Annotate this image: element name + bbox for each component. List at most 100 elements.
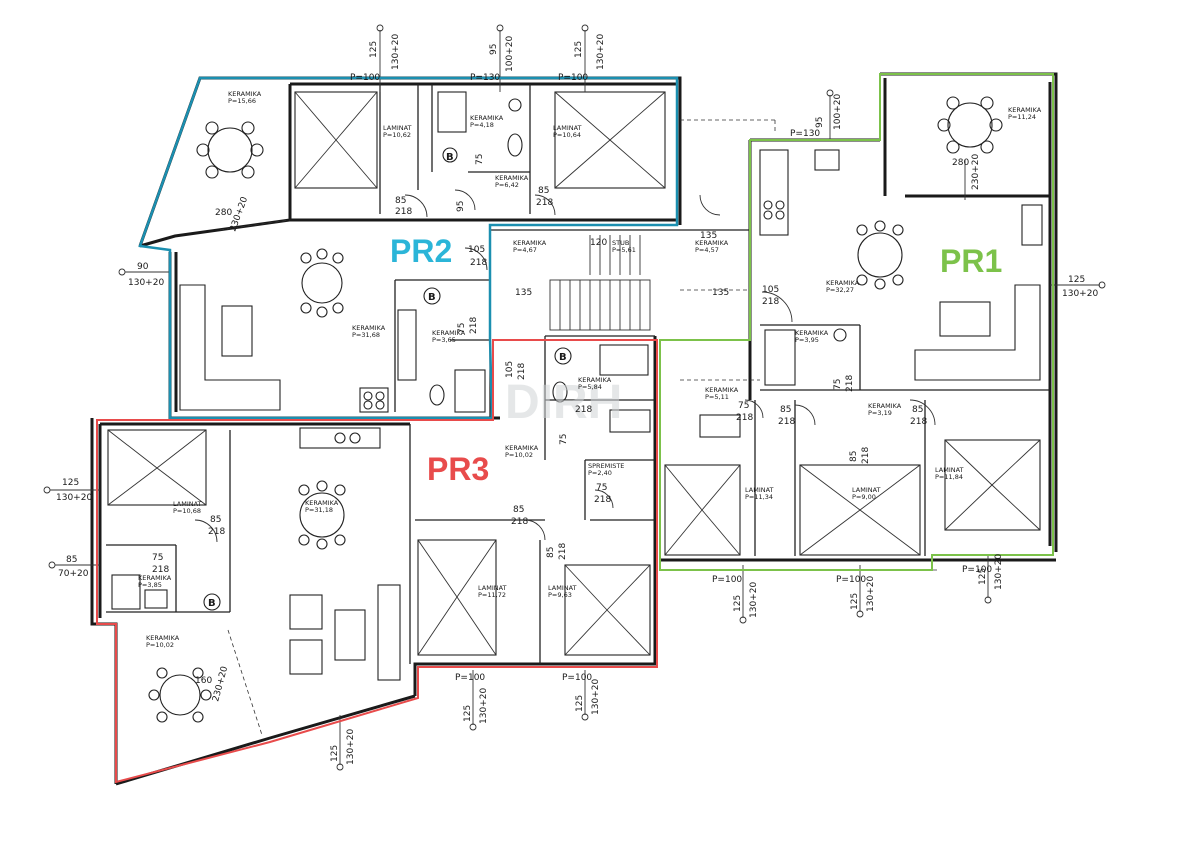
room-name: KERAMIKA [470,114,504,122]
dim-text: 125 [733,595,743,612]
dim-text: 85 [912,405,923,415]
dim-text: P=130 [470,73,500,83]
dim-text: 230+20 [211,665,230,703]
dim-text: 218 [778,417,795,427]
room-name: LAMINAT [935,466,964,474]
dim-text: 125 [574,41,584,58]
room-area: P=4,18 [470,121,494,129]
dim-text: 130+20 [479,688,489,724]
room-area: P=10,62 [383,131,411,139]
stair-treads [559,235,641,330]
room-name: LAMINAT [852,486,881,494]
room-labels: KERAMIKA P=15,66 LAMINAT P=10,62 KERAMIK… [138,90,1042,649]
room-area: P=2,40 [588,469,612,477]
room-area: P=3,95 [795,336,819,344]
room-area: P=10,68 [173,507,201,515]
dim-text: 130+20 [346,729,356,765]
dimension-lines [43,24,1106,771]
dim-text: 75 [152,553,163,563]
dim-text: 218 [736,413,753,423]
dim-text: 130+20 [994,554,1004,590]
room-area: P=6,42 [495,181,519,189]
room-area: P=4,57 [695,246,719,254]
room-name: KERAMIKA [432,329,466,337]
room-name: KERAMIKA [695,239,729,247]
dim-text: 130+20 [56,493,92,503]
room-area: P=9,63 [548,591,572,599]
dim-text: 85 [210,515,221,525]
svg-text:B: B [208,598,216,609]
dim-text: 160 [195,676,212,686]
dim-text: P=100 [562,673,592,683]
room-name: KERAMIKA [305,499,339,507]
room-area: P=5,11 [705,393,729,401]
dim-text: 125 [978,568,988,585]
dim-text: P=100 [712,575,742,585]
svg-text:B: B [428,292,436,303]
dim-text: 95 [489,44,499,55]
dim-text: 75 [559,434,569,445]
room-name: KERAMIKA [138,574,172,582]
dim-text: 125 [1068,275,1085,285]
room-name: KERAMIKA [1008,106,1042,114]
dim-text: 75 [596,483,607,493]
room-name: KERAMIKA [578,376,612,384]
dim-text: 130+20 [749,582,759,618]
dim-text: 218 [517,363,527,380]
room-area: P=32,27 [826,286,854,294]
room-area: P=11,34 [745,493,773,501]
pr3-outline [96,339,658,784]
dim-text: 100+20 [833,94,843,130]
dim-text: P=130 [790,129,820,139]
dim-text: 218 [558,543,568,560]
dim-text: 125 [369,41,379,58]
room-area: P=4,67 [513,246,537,254]
dim-text: 85 [546,547,556,558]
room-area: P=11,72 [478,591,506,599]
dim-text: 218 [536,198,553,208]
room-area: P=11,24 [1008,113,1036,121]
room-name: LAMINAT [548,584,577,592]
room-name: KERAMIKA [868,402,902,410]
room-area: P=10,02 [505,451,533,459]
dim-text: 125 [575,695,585,712]
dim-text: 230+20 [971,154,981,190]
dim-text: 218 [208,527,225,537]
room-name: STUB [612,239,629,247]
room-name: KERAMIKA [705,386,739,394]
room-name: KERAMIKA [228,90,262,98]
svg-text:B: B [446,152,454,163]
room-area: P=3,19 [868,409,892,417]
room-name: LAMINAT [553,124,582,132]
dim-text: P=100 [558,73,588,83]
room-name: LAMINAT [173,500,202,508]
dim-text: 218 [910,417,927,427]
dim-text: 85 [395,196,406,206]
dim-text: 218 [762,297,779,307]
room-area: P=10,64 [553,131,581,139]
dim-text: 218 [469,317,479,334]
dim-text: P=100 [962,565,992,575]
dim-text: 75 [457,323,467,334]
room-name: KERAMIKA [513,239,547,247]
dim-text: 85 [849,451,859,462]
dim-text: 85 [538,186,549,196]
dim-text: 75 [738,401,749,411]
room-name: KERAMIKA [826,279,860,287]
dim-text: 218 [470,258,487,268]
dim-text: 280 [215,208,232,218]
room-area: P=3,85 [138,581,162,589]
room-name: LAMINAT [745,486,774,494]
dim-text: 218 [594,495,611,505]
dim-text: 218 [511,517,528,527]
dim-text: 218 [575,405,592,415]
dim-text: 125 [463,705,473,722]
furniture: B B [107,91,1043,723]
room-area: P=31,18 [305,506,333,514]
dim-text: 95 [456,201,466,212]
dim-text: P=100 [350,73,380,83]
room-name: LAMINAT [478,584,507,592]
dim-text: 130+20 [596,34,606,70]
dim-text: P=100 [836,575,866,585]
